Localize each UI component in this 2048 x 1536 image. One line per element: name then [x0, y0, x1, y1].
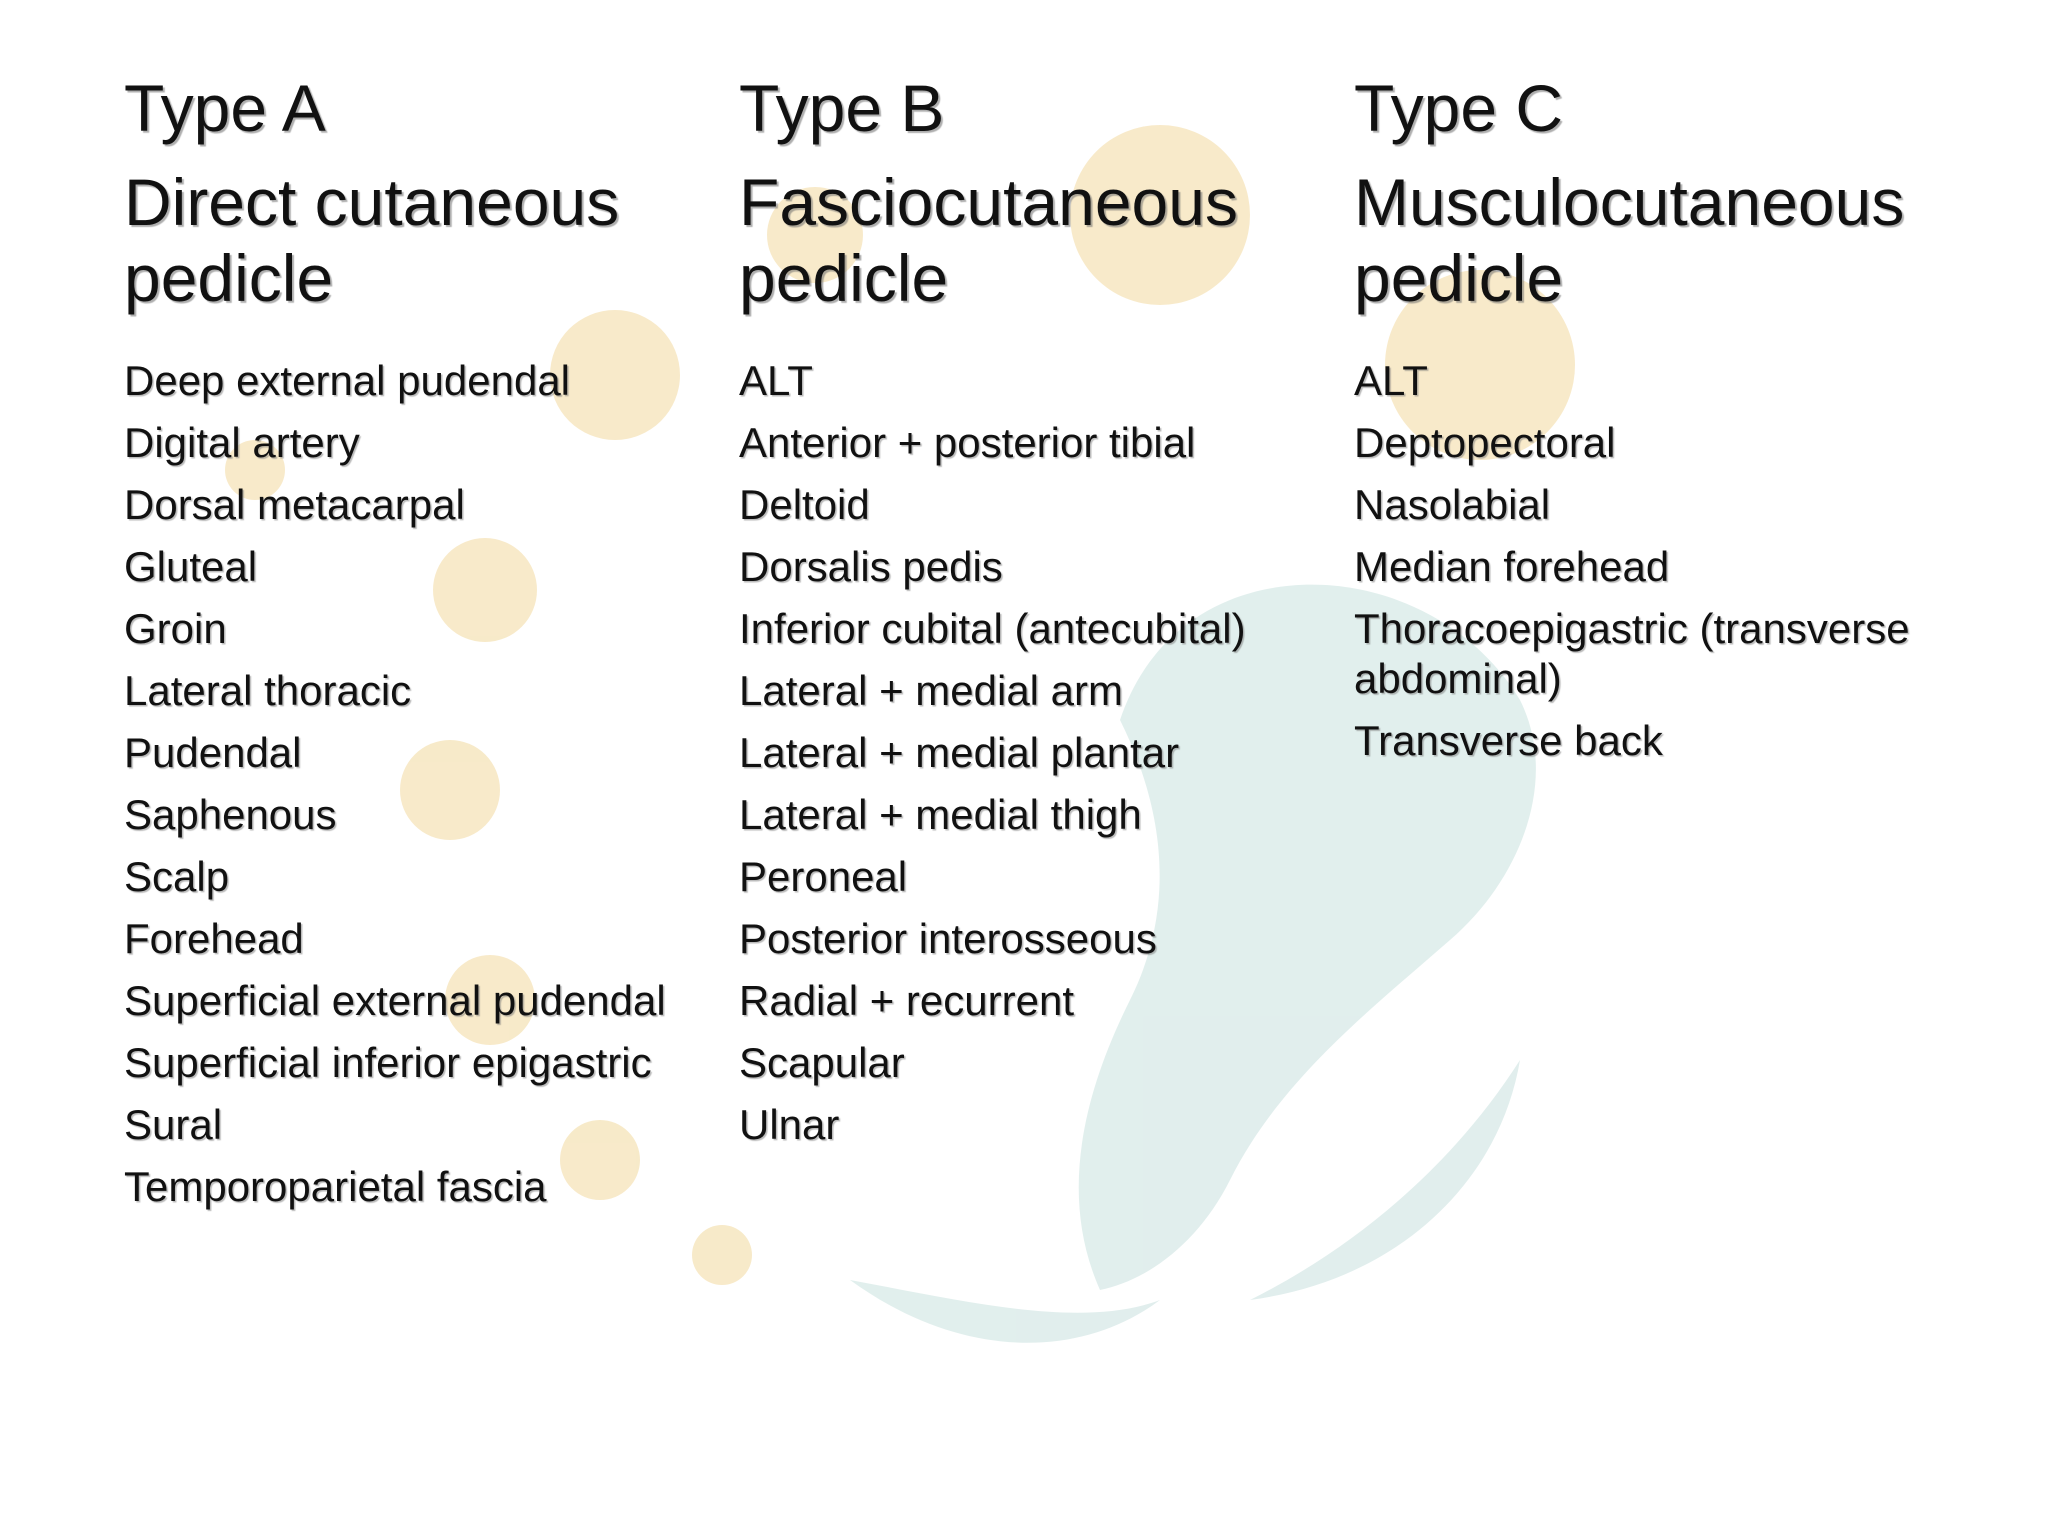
item-list: Deep external pudendal Digital artery Do… [124, 356, 724, 1212]
item-list: ALT Deptopectoral Nasolabial Median fore… [1354, 356, 1994, 766]
list-item: Median forehead [1354, 543, 1670, 590]
list-item: Ulnar [739, 1101, 840, 1148]
list-item: Deptopectoral [1354, 419, 1616, 466]
item-list: ALT Anterior + posterior tibial Deltoid … [739, 356, 1339, 1150]
list-item: Radial + recurrent [739, 977, 1074, 1024]
list-item: Lateral + medial arm [739, 667, 1124, 714]
list-item: Dorsalis pedis [739, 543, 1003, 590]
list-item: Lateral thoracic [124, 667, 412, 714]
list-item: Nasolabial [1354, 481, 1551, 528]
list-item: ALT [739, 357, 813, 404]
list-item: Temporoparietal fascia [124, 1163, 547, 1210]
list-item: Gluteal [124, 543, 258, 590]
list-item: Scalp [124, 853, 230, 900]
list-item: Pudendal [124, 729, 302, 776]
list-item: Groin [124, 605, 227, 652]
list-item: Saphenous [124, 791, 337, 838]
list-item: Thoracoepigastric (transverse abdominal) [1354, 605, 1910, 702]
list-item: ALT [1354, 357, 1428, 404]
list-item: Superficial external pudendal [124, 977, 666, 1024]
list-item: Superficial inferior epigastric [124, 1039, 652, 1086]
list-item: Posterior interosseous [739, 915, 1157, 962]
list-item: Scapular [739, 1039, 905, 1086]
list-item: Deep external pudendal [124, 357, 571, 404]
list-item: Peroneal [739, 853, 908, 900]
column-title: Type A [124, 71, 326, 145]
list-item: Deltoid [739, 481, 870, 528]
column-type-a: Type A Direct cutaneous pedicle Deep ext… [124, 70, 724, 1224]
column-type-c: Type C Musculocutaneous pedicle ALT Dept… [1354, 70, 1994, 778]
dots-pattern [225, 125, 1575, 1285]
list-item: Digital artery [124, 419, 360, 466]
column-title: Type C [1354, 71, 1564, 145]
list-item: Inferior cubital (antecubital) [739, 605, 1246, 652]
column-subtitle: Direct cutaneous pedicle [124, 165, 620, 315]
list-item: Sural [124, 1101, 223, 1148]
column-subtitle: Musculocutaneous pedicle [1354, 165, 1905, 315]
list-item: Anterior + posterior tibial [739, 419, 1196, 466]
list-item: Dorsal metacarpal [124, 481, 465, 528]
list-item: Lateral + medial plantar [739, 729, 1180, 776]
leaf-watermark [850, 584, 1536, 1343]
column-subtitle: Fasciocutaneous pedicle [739, 165, 1238, 315]
list-item: Forehead [124, 915, 304, 962]
column-title: Type B [739, 71, 945, 145]
list-item: Lateral + medial thigh [739, 791, 1142, 838]
column-type-b: Type B Fasciocutaneous pedicle ALT Anter… [739, 70, 1339, 1162]
list-item: Transverse back [1354, 717, 1663, 764]
